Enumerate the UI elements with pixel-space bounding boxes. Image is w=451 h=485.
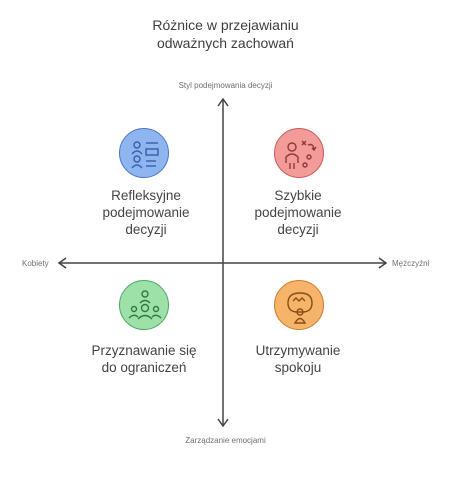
title-line-1: Różnice w przejawianiu xyxy=(152,17,299,33)
axis-label-left: Kobiety xyxy=(22,259,49,268)
title-line-2: odważnych zachowań xyxy=(157,35,294,51)
vertical-axis-bottom-arrow xyxy=(217,418,229,428)
quadrant-label-bottom-right: Utrzymywanie spokoju xyxy=(228,342,368,376)
quadrant-bottom-right-line-2: spokoju xyxy=(274,360,322,375)
quadrant-bottom-left-line-1: Przyznawanie się xyxy=(91,343,197,358)
quadrant-top-left-line-3: decyzji xyxy=(125,222,167,237)
quadrant-top-right-line-3: decyzji xyxy=(277,222,319,237)
quadrant-top-right-line-1: Szybkie xyxy=(274,188,322,203)
quadrant-bottom-left-line-2: do ograniczeń xyxy=(101,360,187,375)
calm-mind-icon xyxy=(274,280,324,330)
strategy-person-icon xyxy=(274,128,324,178)
vertical-axis-top-arrow xyxy=(217,97,229,107)
quadrant-label-bottom-left: Przyznawanie się do ograniczeń xyxy=(74,342,214,376)
quadrant-top-right-line-2: podejmowanie xyxy=(254,205,342,220)
checklist-people-icon xyxy=(119,128,169,178)
horizontal-axis-right-arrow xyxy=(378,257,388,269)
quadrant-label-top-right: Szybkie podejmowanie decyzji xyxy=(228,187,368,238)
quadrant-label-top-left: Refleksyjne podejmowanie decyzji xyxy=(76,187,216,238)
axis-label-top: Styl podejmowania decyzji xyxy=(178,81,273,90)
group-people-icon xyxy=(119,280,169,330)
axis-label-bottom: Zarządzanie emocjami xyxy=(185,436,266,445)
horizontal-axis-left-arrow xyxy=(57,257,67,269)
quadrant-bottom-right-line-1: Utrzymywanie xyxy=(255,343,341,358)
diagram-title: Różnice w przejawianiu odważnych zachowa… xyxy=(0,16,451,52)
quadrant-top-left-line-1: Refleksyjne xyxy=(111,188,181,203)
axis-label-right: Mężczyźni xyxy=(392,259,430,268)
quadrant-top-left-line-2: podejmowanie xyxy=(102,205,190,220)
